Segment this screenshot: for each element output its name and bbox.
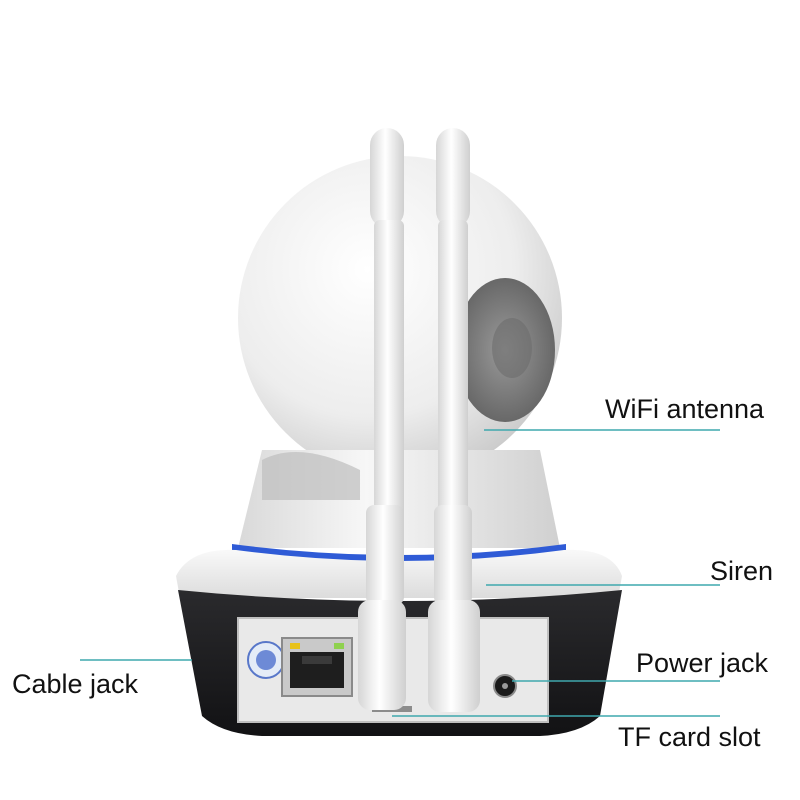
certification-sticker (247, 641, 285, 679)
port-led-green (334, 643, 344, 649)
label-tf-card-slot: TF card slot (618, 722, 761, 752)
label-power-jack: Power jack (636, 648, 769, 678)
wifi-antenna-left (358, 128, 406, 710)
label-wifi-antenna: WiFi antenna (605, 394, 765, 424)
label-cable-jack: Cable jack (12, 669, 139, 699)
label-siren: Siren (710, 556, 774, 586)
wifi-antenna-right (428, 128, 480, 712)
ethernet-port (281, 637, 353, 697)
port-led-yellow (290, 643, 300, 649)
power-jack (493, 674, 517, 698)
